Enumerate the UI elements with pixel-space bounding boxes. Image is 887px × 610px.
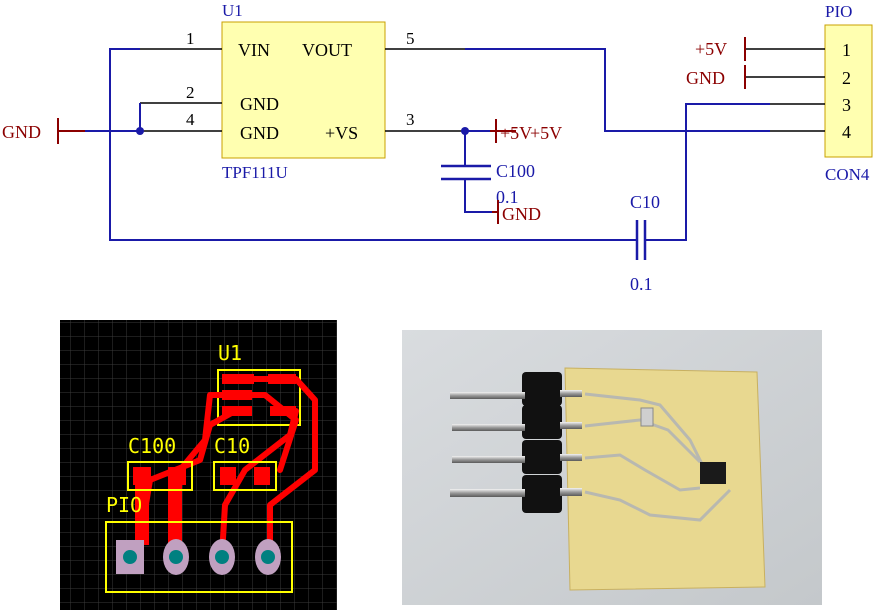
vcc-u1-power-port: +5V +5V: [490, 119, 562, 143]
pio-gnd-label: GND: [686, 68, 725, 88]
photo-header: [522, 372, 562, 513]
pio-connector: PIO CON4 1 2 3 4 +5V GND: [686, 2, 873, 184]
c10-value-label: 0.1: [630, 274, 653, 294]
c100-value-label: 0.1: [496, 187, 519, 207]
c100-capacitor: C100 0.1: [441, 161, 535, 207]
u1-pin4-number: 4: [186, 110, 195, 129]
photo-capacitor: [640, 407, 654, 427]
pcb-c10-pad: [254, 467, 270, 485]
pcb-pio-label: PIO: [106, 493, 142, 517]
schematic: U1 TPF111U VIN VOUT GND GND +VS 1 2 4 5 …: [2, 1, 873, 294]
vcc-u1-label-b: +5V: [530, 123, 562, 143]
u1-pin-gnd4-label: GND: [240, 123, 279, 143]
c10-capacitor: C10 0.1: [625, 192, 660, 294]
pcb-u1-label: U1: [218, 341, 242, 365]
c10-ref-label: C10: [630, 192, 660, 212]
pio-part-label: CON4: [825, 165, 870, 184]
photo-chip: [700, 462, 726, 484]
junction-gnd: [136, 127, 144, 135]
gnd-c100-label: GND: [502, 204, 541, 224]
pio-pin2-number: 2: [842, 68, 851, 88]
vcc-u1-label-a: +5V: [500, 123, 532, 143]
u1-pin3-number: 3: [406, 110, 415, 129]
u1-pin-vs-label: +VS: [325, 123, 358, 143]
u1-pin-stubs: [140, 48, 465, 132]
u1-pin1-number: 1: [186, 29, 195, 48]
pcb-layout: U1 C100 C10: [60, 320, 337, 610]
photo-board: [564, 367, 766, 591]
pcb-c10-pad: [220, 467, 236, 485]
u1-body: [221, 21, 386, 159]
pcb-c10-label: C10: [214, 434, 250, 458]
gnd-c100-power-port: GND: [492, 200, 541, 224]
pio-pin3-number: 3: [842, 95, 851, 115]
u1-part-label: TPF111U: [222, 163, 288, 182]
pio-ref-label: PIO: [825, 2, 852, 21]
photo-pins: [450, 390, 582, 497]
u1-pin2-number: 2: [186, 83, 195, 102]
u1-pin-vout-label: VOUT: [302, 40, 352, 60]
pcb-photo: [402, 330, 822, 605]
pcb-pio-pads: [116, 539, 281, 575]
pcb-pio-outline: [105, 521, 293, 593]
pio-pin4-number: 4: [842, 122, 851, 142]
c100-ref-label: C100: [496, 161, 535, 181]
junction-vs: [461, 127, 469, 135]
pcb-c100-pad: [168, 467, 186, 485]
pcb-c100-label: C100: [128, 434, 176, 458]
schematic-wires: [85, 48, 770, 241]
pio-pin1-number: 1: [842, 40, 851, 60]
pcb-c100-pad: [133, 467, 151, 485]
pcb-c100-outline: [127, 461, 193, 491]
photo-traces: [584, 392, 732, 522]
pio-vcc-label: +5V: [695, 39, 727, 59]
u1-pin-gnd2-label: GND: [240, 94, 279, 114]
u1-ref-label: U1: [222, 1, 243, 20]
u1-pin5-number: 5: [406, 29, 415, 48]
u1-pin-vin-label: VIN: [238, 40, 270, 60]
pcb-c10-outline: [213, 461, 277, 491]
gnd-left-power-port: GND: [2, 118, 85, 144]
pio-body: [824, 24, 873, 158]
gnd-left-label: GND: [2, 122, 41, 142]
